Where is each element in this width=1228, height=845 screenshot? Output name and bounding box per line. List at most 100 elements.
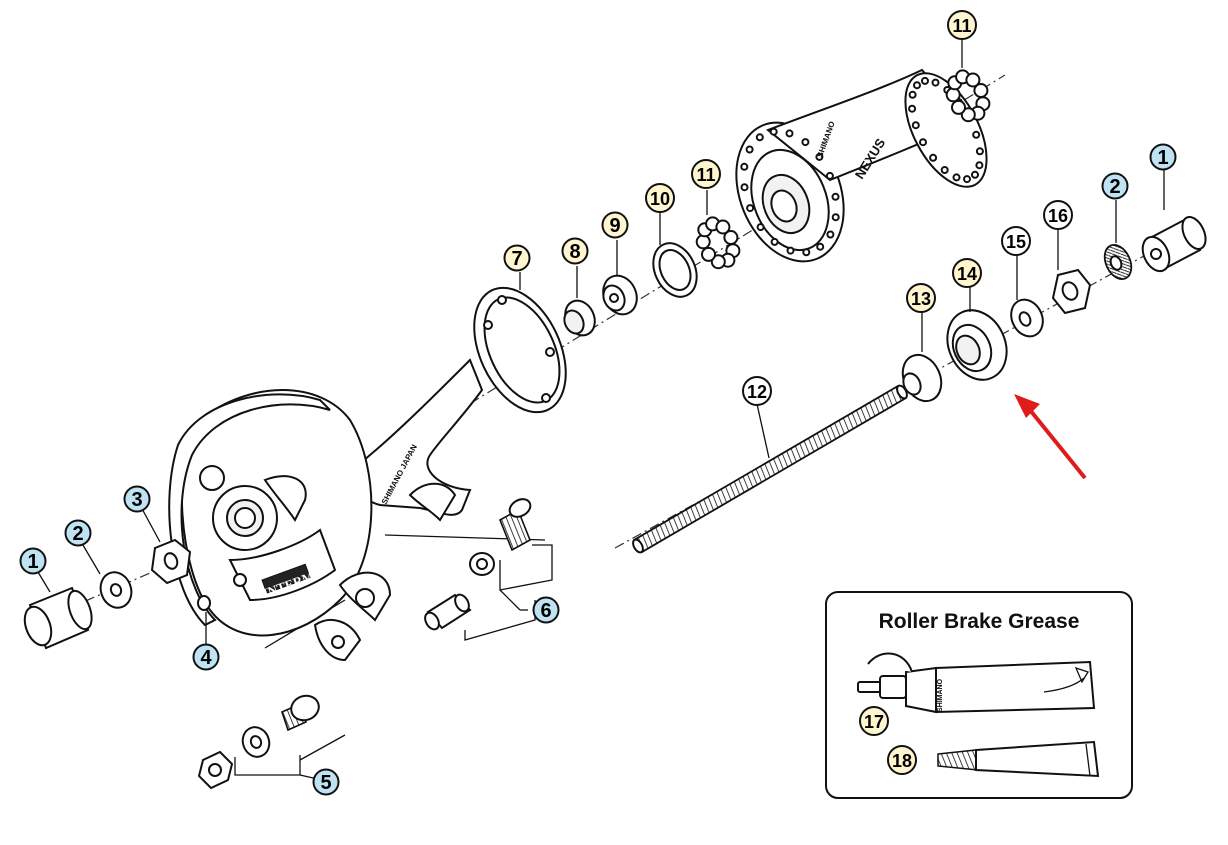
tube-brand-mark: SHIMANO bbox=[937, 678, 944, 712]
highlight-arrow bbox=[1014, 394, 1087, 480]
spoke-hole bbox=[972, 130, 981, 139]
callout-badge bbox=[859, 706, 889, 736]
spoke-hole bbox=[921, 76, 929, 85]
callout-5: 5 bbox=[312, 768, 340, 796]
callout-7: 7 bbox=[503, 244, 531, 272]
grease-box: Roller Brake Grease SHIMANO bbox=[825, 591, 1133, 799]
callout-number: 4 bbox=[200, 647, 212, 669]
callout-number: 11 bbox=[696, 165, 715, 185]
hub-spoke-holes bbox=[740, 76, 984, 257]
spoke-hole bbox=[769, 127, 778, 136]
callout-number: 1 bbox=[27, 551, 38, 573]
spoke-hole bbox=[911, 121, 920, 130]
callout-3: 3 bbox=[123, 485, 151, 513]
callout-badge bbox=[601, 211, 629, 239]
callout-2: 2 bbox=[1101, 172, 1129, 200]
leader-lines bbox=[34, 40, 1165, 645]
callout-number: 14 bbox=[957, 264, 977, 284]
callout-4: 4 bbox=[192, 643, 220, 671]
callout-17: 17 bbox=[859, 706, 889, 736]
callout-badge bbox=[532, 596, 560, 624]
callout-badge bbox=[1149, 143, 1177, 171]
callout-9: 9 bbox=[601, 211, 629, 239]
callout-badge bbox=[503, 244, 531, 272]
left-bearing-stack bbox=[563, 69, 991, 337]
callout-number: 11 bbox=[952, 16, 971, 36]
adjust-bolt-set bbox=[197, 694, 346, 790]
spoke-hole bbox=[826, 230, 835, 239]
callout-1: 1 bbox=[1149, 143, 1177, 171]
callout-number: 15 bbox=[1006, 232, 1026, 252]
spoke-hole bbox=[786, 246, 795, 255]
callout-number: 13 bbox=[911, 289, 931, 309]
callout-number: 6 bbox=[540, 600, 551, 622]
callout-badge bbox=[887, 745, 917, 775]
spoke-hole bbox=[740, 183, 749, 192]
callout-11: 11 bbox=[691, 159, 721, 189]
callout-number: 10 bbox=[650, 189, 670, 209]
spoke-hole bbox=[785, 129, 794, 138]
ball-retainer-right bbox=[945, 69, 991, 123]
bearing-ball bbox=[965, 72, 981, 88]
callout-badge bbox=[742, 376, 772, 406]
spoke-hole bbox=[908, 104, 917, 113]
callout-badge bbox=[561, 237, 589, 265]
callout-number: 12 bbox=[747, 382, 767, 402]
spoke-hole bbox=[825, 171, 834, 180]
brake-mount-plate bbox=[473, 286, 567, 414]
callout-badge bbox=[1101, 172, 1129, 200]
callout-badge bbox=[1001, 226, 1031, 256]
callout-number: 3 bbox=[131, 489, 142, 511]
callout-number: 17 bbox=[864, 712, 884, 732]
spoke-hole bbox=[919, 138, 927, 147]
bearing-ball bbox=[710, 254, 726, 270]
hub-shell: NEXUS SHIMANO bbox=[735, 68, 988, 263]
callout-8: 8 bbox=[561, 237, 589, 265]
spoke-hole bbox=[831, 213, 840, 222]
callout-badge bbox=[947, 10, 977, 40]
ball-retainer-left bbox=[695, 216, 741, 270]
spoke-hole bbox=[940, 166, 949, 174]
axle bbox=[632, 384, 908, 554]
left-axle-parts bbox=[23, 538, 211, 650]
spoke-hole bbox=[816, 242, 825, 251]
spoke-hole bbox=[755, 133, 764, 142]
bearing-ball bbox=[695, 234, 711, 250]
spoke-hole bbox=[756, 223, 765, 232]
spoke-hole bbox=[745, 145, 754, 154]
callout-15: 15 bbox=[1001, 226, 1031, 256]
spoke-hole bbox=[963, 175, 971, 184]
spoke-hole bbox=[975, 147, 984, 156]
bearing-ball bbox=[701, 246, 716, 262]
callout-12: 12 bbox=[742, 376, 772, 406]
spoke-hole bbox=[815, 152, 824, 161]
spoke-hole bbox=[929, 153, 938, 162]
callout-16: 16 bbox=[1043, 200, 1073, 230]
adjust-screw-set bbox=[424, 498, 553, 641]
spoke-hole bbox=[971, 170, 979, 179]
callout-badge bbox=[1043, 200, 1073, 230]
spoke-hole bbox=[975, 161, 984, 170]
bearing-ball bbox=[951, 99, 966, 115]
spoke-hole bbox=[740, 162, 749, 171]
bearing-ball bbox=[715, 219, 731, 235]
spoke-hole bbox=[801, 138, 810, 147]
callout-badge bbox=[691, 159, 721, 189]
callout-number: 1 bbox=[1157, 147, 1168, 169]
callout-1: 1 bbox=[19, 547, 47, 575]
callout-badge bbox=[64, 519, 92, 547]
grease-tube-large: SHIMANO bbox=[857, 652, 1096, 714]
callout-18: 18 bbox=[887, 745, 917, 775]
spoke-hole bbox=[746, 204, 755, 213]
spoke-hole bbox=[952, 173, 961, 182]
callout-badge bbox=[906, 283, 936, 313]
spoke-hole bbox=[908, 90, 917, 99]
bearing-ball bbox=[960, 107, 976, 123]
callout-badge bbox=[192, 643, 220, 671]
callout-13: 13 bbox=[906, 283, 936, 313]
grease-box-title: Roller Brake Grease bbox=[879, 610, 1080, 633]
bearing-ball bbox=[945, 87, 961, 103]
callout-number: 2 bbox=[72, 523, 83, 545]
roller-brake-unit: INTERM SHIMANO JAPAN bbox=[168, 358, 484, 662]
spoke-hole bbox=[770, 237, 779, 246]
